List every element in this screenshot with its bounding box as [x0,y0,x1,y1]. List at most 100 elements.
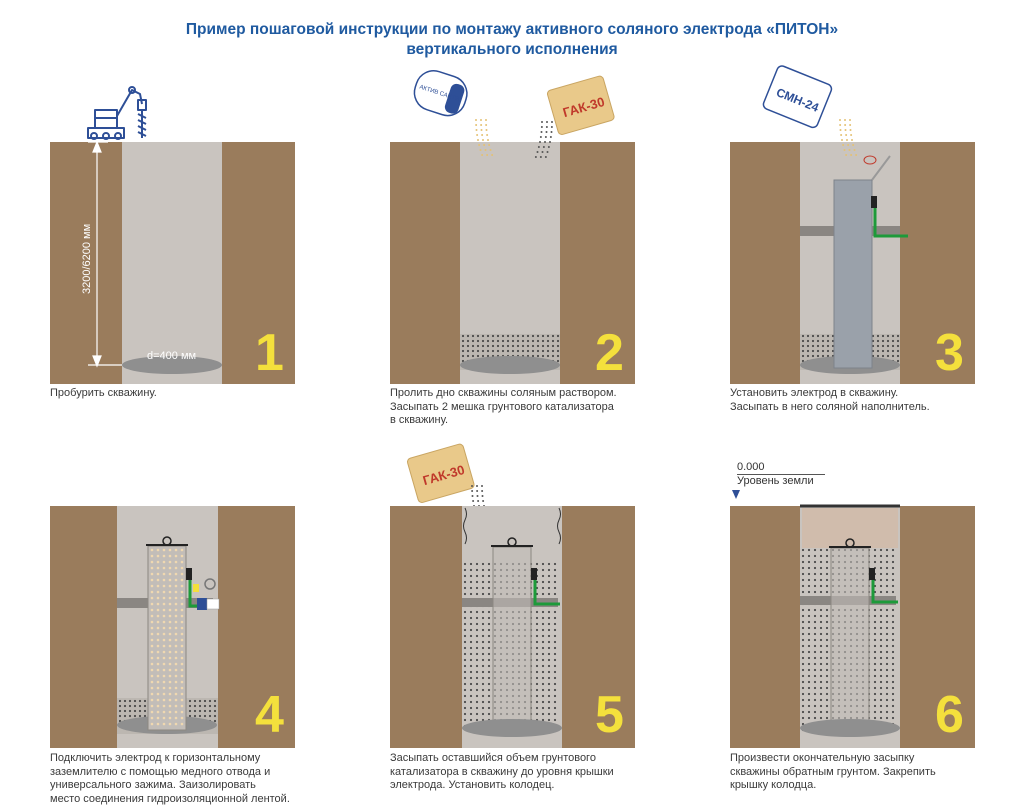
fill-dot [896,354,900,358]
fill-dot [551,334,555,338]
fill-dot [807,674,811,678]
fill-dot [885,704,889,708]
fill-dot [801,698,805,702]
fill-dot [156,692,160,696]
fill-dot [886,354,890,358]
fill-dot [180,614,184,618]
fill-dot [150,632,154,636]
stream-dot [485,129,488,131]
fill-dot [885,554,889,558]
fill-dot [816,344,820,348]
fill-dot [873,662,877,666]
ground-level-value: 0.000 [737,461,765,473]
fill-dot [807,680,811,684]
fill-dot [162,674,166,678]
fill-dot [168,704,172,708]
fill-dot [547,568,551,572]
fill-dot [168,572,172,576]
stream-dot [846,139,848,141]
fill-dot [881,349,885,353]
fill-dot [891,590,895,594]
fill-dot [873,656,877,660]
fill-dot [180,650,184,654]
fill-dot [547,616,551,620]
fill-dot [879,554,883,558]
fill-dot [469,676,473,680]
fill-dot [511,334,515,338]
fill-dot [461,344,465,348]
salt-stream [475,119,494,156]
fill-dot [476,349,480,353]
fill-dot [541,616,545,620]
stream-dot [849,124,852,126]
fill-dot [469,616,473,620]
fill-dot [541,676,545,680]
fill-dot [180,704,184,708]
fill-dot [188,704,192,708]
fill-dot [174,686,178,690]
fill-dot [174,716,178,720]
fill-dot [535,616,539,620]
fill-dot [813,566,817,570]
fill-dot [547,688,551,692]
fill-dot [876,339,880,343]
step-number: 3 [935,324,964,382]
fill-dot [487,706,491,710]
fill-dot [203,709,207,713]
fill-dot [553,580,557,584]
fill-dot [123,709,127,713]
fill-dot [174,578,178,582]
fill-dot [487,646,491,650]
fill-dot [813,572,817,576]
fill-dot [873,698,877,702]
fill-dot [487,592,491,596]
fill-dot [885,572,889,576]
caption-line: Засыпать 2 мешка грунтового катализатора [390,400,614,413]
fill-dot [180,584,184,588]
step-number: 4 [255,686,284,744]
fill-dot [463,634,467,638]
fill-dot [806,349,810,353]
fill-dot [816,334,820,338]
fill-dot [547,562,551,566]
caption-line: в скважину. [390,414,449,426]
fill-dot [168,626,172,630]
fill-dot [891,626,895,630]
fill-dot [463,646,467,650]
stream-dot [840,134,843,136]
fill-dot [885,548,889,552]
fill-dot [879,584,883,588]
fill-dot [156,638,160,642]
stream-dot [487,139,489,141]
fill-dot [811,349,815,353]
fill-dot [547,580,551,584]
fill-dot [807,668,811,672]
fill-dot [801,560,805,564]
fill-dot [469,622,473,626]
fill-dot [553,568,557,572]
fill-dot [821,349,825,353]
fill-dot [873,674,877,678]
fill-dot [879,548,883,552]
fill-dot [174,710,178,714]
fill-dot [475,634,479,638]
fill-dot [162,584,166,588]
fill-dot [156,680,160,684]
fill-dot [813,680,817,684]
fill-dot [535,562,539,566]
fill-dot [885,584,889,588]
fill-dot [541,688,545,692]
fill-dot [879,566,883,570]
fill-dot [547,652,551,656]
caption-line: Произвести окончательную засыпку [730,752,915,764]
fill-dot [174,608,178,612]
fill-dot [487,634,491,638]
fill-dot [174,668,178,672]
fill-dot [825,560,829,564]
fill-dot [547,694,551,698]
fill-dot [891,638,895,642]
fill-dot [807,692,811,696]
fill-dot [486,339,490,343]
fill-dot [536,339,540,343]
fill-dot [188,714,192,718]
